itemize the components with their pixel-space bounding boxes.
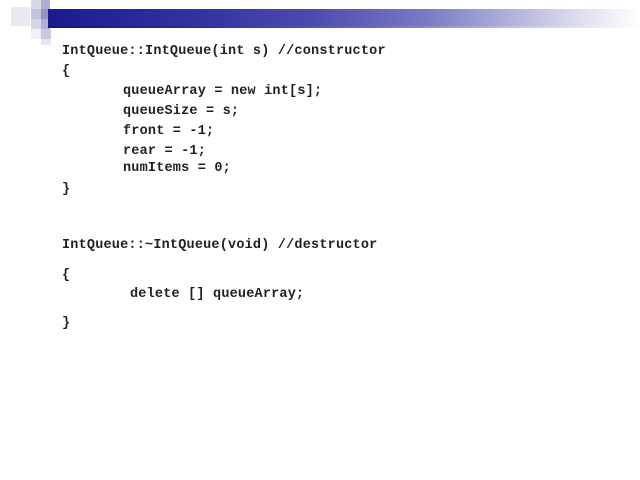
code-line-ctor-front: front = -1;: [123, 124, 215, 139]
code-line-ctor-size: queueSize = s;: [123, 104, 240, 119]
code-line-ctor-numitems: numItems = 0;: [123, 161, 231, 176]
code-line-ctor-alloc: queueArray = new int[s];: [123, 84, 323, 99]
square-outline-light: [11, 7, 30, 26]
code-line-dtor-signature: IntQueue::~IntQueue(void) //destructor: [62, 238, 378, 253]
square-faint-bottom: [41, 39, 51, 45]
square-mid-mid: [41, 19, 50, 29]
square-pale-upper: [31, 9, 41, 19]
square-pale-mid: [31, 19, 41, 29]
code-line-ctor-open-brace: {: [62, 64, 71, 79]
code-line-ctor-rear: rear = -1;: [123, 144, 207, 159]
square-mid-upper: [41, 9, 50, 19]
code-line-dtor-delete: delete [] queueArray;: [130, 287, 305, 302]
code-line-dtor-close-brace: }: [62, 316, 71, 331]
header-gradient-underline: [48, 26, 640, 28]
code-line-ctor-close-brace: }: [62, 182, 71, 197]
square-pale-lower: [41, 29, 51, 39]
code-line-ctor-signature: IntQueue::IntQueue(int s) //constructor: [62, 44, 386, 59]
header-ornament: [0, 0, 640, 46]
square-mid-top: [41, 0, 50, 9]
header-gradient-bar: [48, 9, 640, 28]
square-faint-left: [31, 29, 41, 39]
square-pale-top: [31, 0, 41, 9]
code-line-dtor-open-brace: {: [62, 268, 71, 283]
